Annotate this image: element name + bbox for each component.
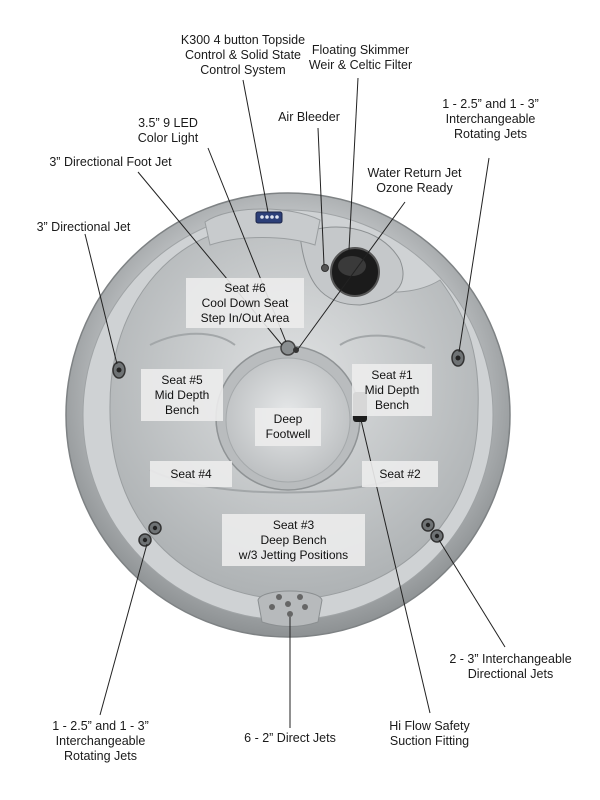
- footwell-label: Deep Footwell: [255, 408, 321, 446]
- control-button-1[interactable]: [260, 215, 264, 219]
- callout-rotating-bottom-left: 1 - 2.5” and 1 - 3” Interchangeable Rota…: [52, 719, 149, 763]
- callout-suction: Hi Flow Safety Suction Fitting: [389, 719, 470, 748]
- leader-directional-jet: [84, 233, 118, 365]
- seat-4-label: Seat #4: [150, 461, 232, 487]
- seat-2-label: Seat #2: [362, 461, 438, 487]
- leader-skimmer: [348, 77, 359, 251]
- leader-k300: [242, 79, 269, 213]
- callout-foot-jet: 3” Directional Foot Jet: [49, 155, 172, 169]
- callout-water-return: Water Return Jet Ozone Ready: [367, 166, 462, 195]
- bench-ridge-right: [339, 334, 426, 349]
- leader-rotating-bottom-left: [99, 543, 148, 716]
- direct-jet-5: [302, 604, 308, 610]
- control-button-3[interactable]: [270, 215, 274, 219]
- jet-bottom-right-directional-2: [430, 529, 444, 543]
- seat-5-label: Seat #5 Mid Depth Bench: [141, 369, 223, 421]
- leader-air-bleeder: [317, 127, 325, 266]
- callout-rotating-top-right: 1 - 2.5” and 1 - 3” Interchangeable Rota…: [442, 97, 539, 141]
- control-recess: [204, 208, 321, 246]
- control-button-2[interactable]: [265, 215, 269, 219]
- direct-jet-3: [269, 604, 275, 610]
- bench-ridge-left: [149, 332, 236, 346]
- jet-bottom-left-rotating-2: [138, 533, 152, 547]
- callout-skimmer: Floating Skimmer Weir & Celtic Filter: [308, 43, 413, 72]
- direct-jet-6: [287, 611, 293, 617]
- jet-bottom-left-rotating-1: [148, 521, 162, 535]
- direct-jet-1: [276, 594, 282, 600]
- seat-1-label: Seat #1 Mid Depth Bench: [352, 364, 432, 416]
- direct-jet-4: [285, 601, 291, 607]
- topside-control-panel[interactable]: [255, 211, 283, 224]
- led-light-fitting: [280, 340, 296, 356]
- water-return-jet: [293, 347, 299, 353]
- skimmer-weir: [338, 256, 366, 276]
- callout-led: 3.5” 9 LED Color Light: [137, 116, 199, 145]
- leader-water-return: [297, 201, 406, 350]
- seat-3-label: Seat #3 Deep Bench w/3 Jetting Positions: [222, 514, 365, 566]
- callout-directional-jet: 3” Directional Jet: [36, 220, 131, 234]
- seat-6-label: Seat #6 Cool Down Seat Step In/Out Area: [186, 278, 304, 328]
- jet-left-directional: [112, 361, 126, 379]
- air-bleeder-fitting: [321, 264, 329, 272]
- leader-rotating-top-right: [458, 157, 490, 353]
- callout-air-bleeder: Air Bleeder: [278, 110, 340, 124]
- callout-direct-jets: 6 - 2” Direct Jets: [244, 731, 336, 745]
- jet-right-rotating: [451, 349, 465, 367]
- direct-jet-2: [297, 594, 303, 600]
- callout-directional-jets-right: 2 - 3” Interchangeable Directional Jets: [449, 652, 572, 681]
- direct-jets-panel: [257, 590, 323, 627]
- leader-directional-jets-right: [438, 539, 506, 648]
- callout-k300: K300 4 button Topside Control & Solid St…: [180, 33, 306, 77]
- jet-bottom-right-directional-1: [421, 518, 435, 532]
- control-button-4[interactable]: [275, 215, 279, 219]
